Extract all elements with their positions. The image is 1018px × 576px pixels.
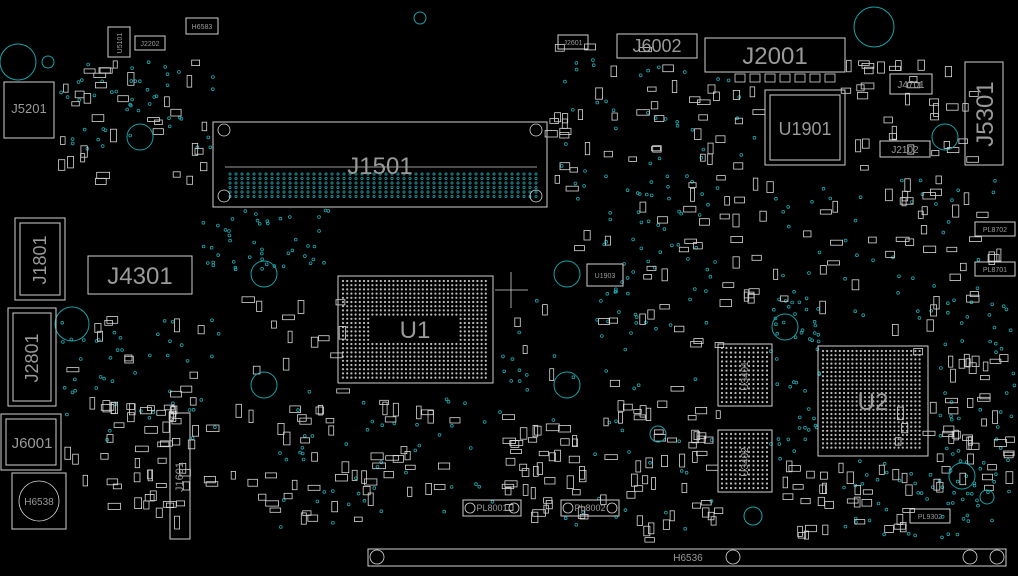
j5201-label: J5201	[11, 101, 46, 116]
mount-h6536: H6536	[367, 548, 1007, 567]
pl9302-label: PL9302	[918, 514, 942, 521]
j4301-label: J4301	[107, 263, 172, 290]
j1501-label: J1501	[347, 153, 412, 180]
connector-j4701: J4701	[889, 73, 933, 95]
h6538-label: H6538	[24, 497, 54, 508]
j1801-label: J1801	[30, 235, 50, 284]
pl8701-label: PL8701	[983, 267, 1007, 274]
small-components	[58, 43, 1015, 543]
chip-u3401: U3401	[717, 343, 773, 407]
chip-u1: U1	[337, 272, 528, 384]
chip-u5101: U5101	[107, 26, 131, 58]
j2801-label: J2801	[22, 333, 42, 382]
j4701-label: J4701	[897, 80, 925, 91]
mount-h6583: H6583	[185, 17, 219, 35]
chip-u1901: U1901	[764, 89, 846, 166]
u5101-label: U5101	[117, 33, 124, 54]
mount-h6538: H6538	[11, 472, 67, 530]
inductor-pl9302: PL9302	[909, 508, 951, 524]
j2001-label: J2001	[742, 43, 807, 70]
connector-j6002: J6002	[616, 33, 698, 59]
chip-u3402: U3402	[717, 429, 773, 493]
h6536-label: H6536	[673, 553, 703, 564]
connector-j1801: J1801	[14, 217, 66, 301]
u1-label: U1	[400, 317, 431, 344]
j2202-label: J2202	[140, 41, 159, 48]
connector-j1601: J1601	[169, 412, 191, 540]
j2601-label: J2601	[563, 40, 582, 47]
pl8001-label: PL8001	[476, 503, 507, 513]
connector-j2202: J2202	[134, 35, 166, 51]
j2102-label: J2102	[891, 145, 919, 156]
u3401-label: U3401	[740, 361, 751, 391]
pl8702-label: PL8702	[983, 227, 1007, 234]
j6002-label: J6002	[632, 36, 681, 56]
inductor-pl8001: PL8001	[462, 499, 522, 517]
chip-u2: U2	[817, 345, 929, 457]
mounting-holes	[0, 6, 995, 526]
inductor-pl8702: PL8702	[974, 221, 1016, 237]
bga-chip-grids	[228, 172, 921, 490]
j5301-label: J5301	[972, 81, 999, 146]
u3402-label: U3402	[740, 447, 751, 477]
pl8002-label: PL8002	[574, 503, 605, 513]
u1903-label: U1903	[595, 273, 616, 280]
connector-j2001: J2001	[704, 37, 846, 83]
inductor-pl8002: PL8002	[560, 499, 620, 517]
u2-label: U2	[858, 389, 889, 416]
connector-j5301: J5301	[964, 61, 1004, 166]
inductor-pl8701: PL8701	[974, 261, 1016, 277]
h6583-label: H6583	[192, 24, 213, 31]
connector-j1501: J1501	[212, 121, 548, 208]
j6001-label: J6001	[12, 435, 53, 452]
connector-j2601: J2601	[557, 34, 589, 50]
connector-j4301: J4301	[87, 255, 193, 295]
connector-j6001: J6001	[0, 413, 62, 471]
connector-j5201: J5201	[3, 81, 55, 139]
chip-u1903: U1903	[586, 263, 624, 287]
connector-j2801: J2801	[7, 307, 57, 407]
j1601-label: J1601	[174, 462, 186, 492]
connector-j2102: J2102	[879, 140, 931, 158]
u1901-label: U1901	[778, 119, 831, 139]
